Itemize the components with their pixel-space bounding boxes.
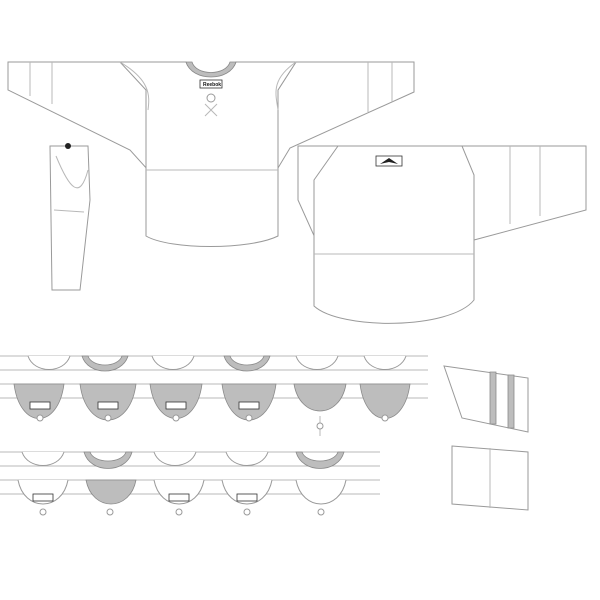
collar-4-4 bbox=[221, 479, 273, 516]
sleeve-piece-1-stripe-b bbox=[507, 374, 515, 429]
back-logo-glyph bbox=[380, 158, 398, 164]
sleeve-side bbox=[49, 143, 91, 291]
collar-4-2-shield-icon bbox=[106, 508, 114, 516]
collar-2-2-shield-icon bbox=[104, 414, 112, 422]
collar-3-5 bbox=[295, 451, 345, 469]
front-brand-tag-text: Reebok bbox=[203, 82, 221, 88]
collar-1-1 bbox=[27, 355, 71, 370]
collar-4-3-shape bbox=[153, 479, 205, 505]
collar-2-3-shield-icon bbox=[172, 414, 180, 422]
collar-2-6-shape bbox=[359, 383, 411, 419]
collar-2-1-tag bbox=[29, 401, 51, 410]
collar-2-4-tag bbox=[238, 401, 260, 410]
sleeve-piece-1-shape bbox=[443, 365, 529, 433]
collar-2-5 bbox=[293, 383, 347, 436]
collar-4-4-shield-icon bbox=[243, 508, 251, 516]
collar-1-4 bbox=[223, 355, 271, 372]
front-lace bbox=[204, 103, 218, 117]
collar-2-4 bbox=[221, 383, 277, 422]
collar-2-5-shape bbox=[293, 383, 347, 412]
sleeve-side-stripe bbox=[53, 155, 89, 213]
front-collar bbox=[185, 61, 237, 78]
sleeve-piece-2 bbox=[451, 445, 529, 511]
sleeve-piece-1-stripe-a bbox=[489, 371, 497, 425]
collar-2-2 bbox=[79, 383, 137, 422]
collar-2-4-shield-icon bbox=[245, 414, 253, 422]
front-shoulder-left bbox=[119, 61, 150, 111]
collar-4-3 bbox=[153, 479, 205, 516]
sleeve-piece-1 bbox=[443, 365, 529, 433]
collar-4-5 bbox=[295, 479, 347, 516]
front-sleeve-stripe-l bbox=[29, 62, 53, 104]
collar-4-4-shape bbox=[221, 479, 273, 505]
front-sleeve-stripe-r bbox=[367, 62, 393, 112]
collar-row-3 bbox=[0, 451, 380, 469]
collar-1-3 bbox=[151, 355, 195, 370]
collar-3-3 bbox=[153, 451, 197, 466]
collar-2-1-shield-icon bbox=[36, 414, 44, 422]
jersey-back bbox=[297, 145, 587, 324]
collar-1-2 bbox=[81, 355, 129, 372]
front-brand-tag bbox=[199, 79, 223, 89]
collar-2-1-shape bbox=[13, 383, 65, 419]
collar-4-5-shield-icon bbox=[317, 508, 325, 516]
sleeve-side-cap-icon bbox=[65, 143, 71, 149]
collar-2-6 bbox=[359, 383, 411, 422]
back-right-sleeve bbox=[459, 145, 587, 241]
collar-3-1 bbox=[21, 451, 65, 466]
back-sleeve-stripes bbox=[509, 146, 541, 224]
collar-4-3-tag bbox=[168, 493, 190, 502]
collar-4-1 bbox=[17, 479, 69, 516]
collar-2-3-tag bbox=[165, 401, 187, 410]
collar-2-2-tag bbox=[97, 401, 119, 410]
collar-row-2 bbox=[0, 383, 428, 436]
collar-4-5-shape bbox=[295, 479, 347, 505]
collar-4-4-tag bbox=[236, 493, 258, 502]
front-body bbox=[118, 61, 297, 247]
collar-2-5-shield-icon bbox=[316, 422, 324, 430]
collar-4-1-shield-icon bbox=[39, 508, 47, 516]
collar-4-1-tag bbox=[32, 493, 54, 502]
sleeve-side-shape bbox=[49, 145, 91, 291]
collar-4-3-shield-icon bbox=[175, 508, 183, 516]
collar-row-4 bbox=[0, 479, 380, 516]
jersey-front: Reebok bbox=[7, 61, 415, 247]
collar-2-6-shield-icon bbox=[381, 414, 389, 422]
collar-1-5 bbox=[295, 355, 339, 370]
collar-2-3 bbox=[149, 383, 203, 422]
collar-4-1-shape bbox=[17, 479, 69, 505]
collar-4-2-shape bbox=[85, 479, 137, 505]
collar-4-2 bbox=[85, 479, 137, 516]
collar-3-4 bbox=[225, 451, 269, 466]
front-nhl-shield-icon bbox=[206, 93, 216, 103]
collar-2-3-shape bbox=[149, 383, 203, 419]
back-body bbox=[313, 145, 475, 324]
collar-1-6 bbox=[363, 355, 407, 370]
collar-2-1 bbox=[13, 383, 65, 422]
collar-3-2 bbox=[83, 451, 133, 469]
front-shoulder-right bbox=[275, 61, 297, 111]
collar-row-1 bbox=[0, 355, 428, 372]
